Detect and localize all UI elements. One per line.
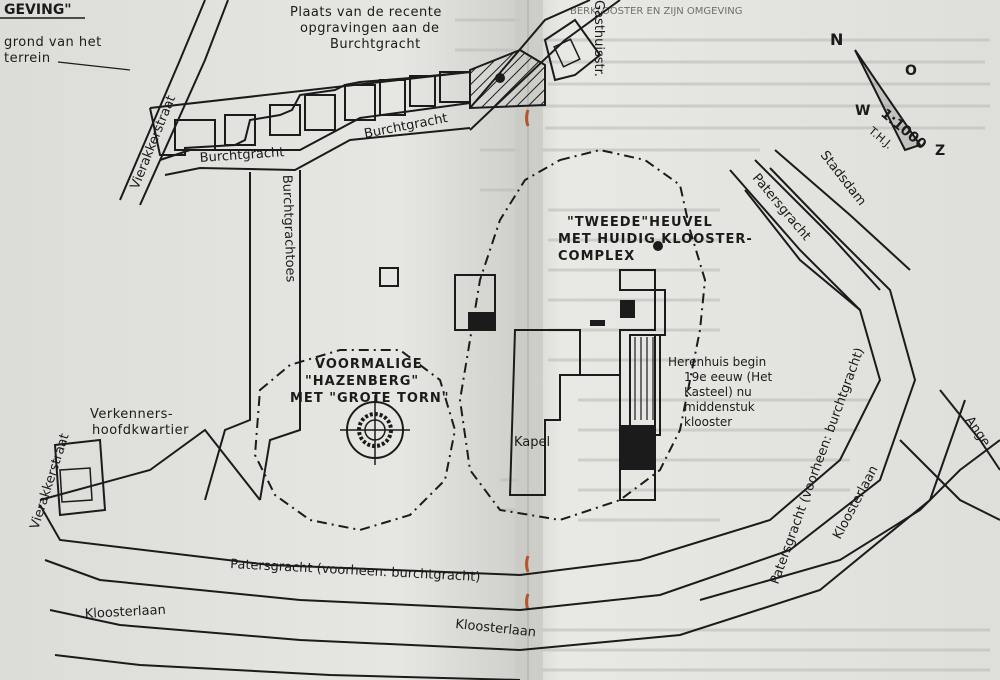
filled-building-2 [620,300,635,318]
second-hill-outline [458,148,707,522]
map-labels: grond van het terrein Plaats van de rece… [4,5,773,450]
label-verkenners-2: hoofdkwartier [92,423,189,438]
label-tweede-heuvel-1: "TWEEDE"HEUVEL [567,215,713,230]
top-building-row [149,71,471,156]
monastery-marker-dot [653,241,663,251]
street-kloosterlaan-bottom-left: Kloosterlaan [84,603,166,622]
label-opgravingen-3: Burchtgracht [330,37,421,52]
excavation-site-dot [495,73,505,83]
label-herenhuis-5: klooster [684,415,732,429]
label-herenhuis-2: 19e eeuw (Het [684,370,773,384]
street-burchtgrachtoes: Burchtgrachtoes [279,175,298,283]
label-verkenners-1: Verkenners- [90,407,173,422]
filled-building-4 [620,425,655,470]
compass-z: Z [935,143,945,159]
street-gasthuisstraat: Gasthuisstr. [591,0,606,77]
page-fold [515,0,543,680]
grote-torn-tower [340,395,410,465]
street-stadsdam: Stadsdam [817,148,869,209]
street-kloosterlaan-right-diag: Kloosterlaan [830,463,881,542]
label-herenhuis-3: Kasteel) nu [684,385,752,399]
background-page-text [455,18,990,672]
label-tweede-heuvel-2: MET HUIDIG KLOOSTER- [558,232,753,247]
compass-w: W [855,103,870,119]
street-burchtgracht-1: Burchtgracht [199,145,285,166]
stadsdam-outlines [729,149,911,311]
label-grond-2: terrein [4,51,51,66]
header-fragment-left: GEVING" [4,2,72,18]
herenhuis-hatch [634,337,654,420]
street-patersgracht-right-diag: Patersgracht (voorheen: burchtgracht) [768,346,868,587]
label-hazenberg-2: "HAZENBERG" [305,374,419,389]
label-tweede-heuvel-3: COMPLEX [558,249,635,264]
street-patersgracht-bottom: Patersgracht (voorheen: burchtgracht) [230,557,481,585]
label-opgravingen-1: Plaats van de recente [290,5,442,20]
label-herenhuis-4: middenstuk [684,400,755,414]
label-opgravingen-2: opgravingen aan de [300,21,440,36]
compass-o: O [905,63,917,79]
header-fragment-right: BERKLOOSTER EN ZIJN OMGEVING [570,6,743,17]
filled-building-3 [590,320,605,326]
compass-n: N [830,30,843,49]
label-grond-1: grond van het [4,35,102,50]
street-outlines [39,0,1000,680]
label-herenhuis-1: Herenhuis begin [668,355,766,369]
gasthuis-building [543,18,602,82]
verkenners-building [53,438,107,517]
street-vierakkerstraat-bottom: Vierakkerstraat [28,432,73,531]
excavation-site-hatched [469,48,546,110]
compass: N O Z W 1:1000 T.H.J. [830,30,945,159]
label-hazenberg-1: VOORMALIGE [315,357,423,372]
hazenberg-outline [253,349,457,532]
label-kapel: Kapel [514,435,550,450]
label-hazenberg-3: MET "GROTE TORN" [290,391,450,406]
street-ange-fragment: Ange [962,414,993,450]
filled-building-1 [468,312,495,330]
compass-needle-icon [854,49,922,152]
